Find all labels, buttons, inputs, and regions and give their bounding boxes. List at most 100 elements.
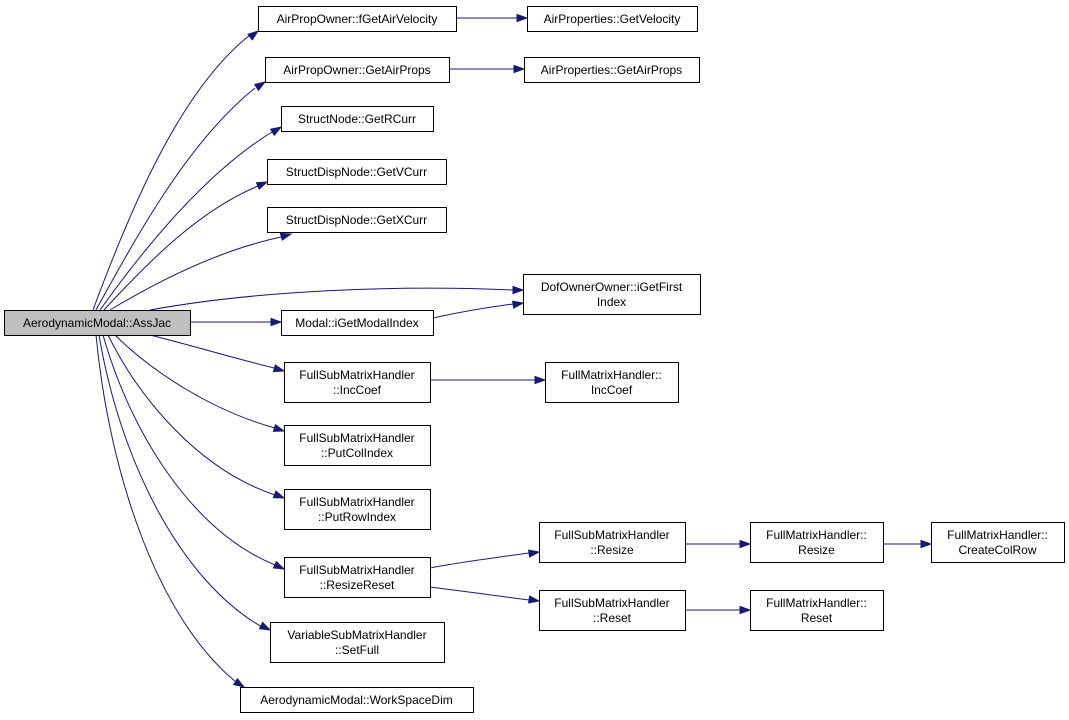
- node-label: FullSubMatrixHandler: [299, 495, 414, 509]
- node-label: FullMatrixHandler::: [561, 368, 662, 382]
- edge-sub_reset-to-full_reset: [685, 605, 752, 615]
- node-resizereset[interactable]: FullSubMatrixHandler::ResizeReset: [284, 557, 431, 598]
- node-box: [281, 310, 434, 336]
- node-sub_resize[interactable]: FullSubMatrixHandler::Resize: [539, 522, 686, 563]
- arrowhead-icon: [739, 539, 752, 549]
- edge-root-to-putrowindex: [107, 334, 286, 499]
- arrowhead-icon: [247, 30, 260, 41]
- edge-root-to-setfull: [98, 334, 272, 631]
- edge-resizereset-to-sub_resize: [429, 549, 541, 569]
- edge-line: [109, 236, 282, 311]
- node-box: [545, 362, 679, 403]
- arrowhead-icon: [272, 423, 286, 432]
- node-label: ::PutRowIndex: [318, 510, 396, 524]
- arrowhead-icon: [920, 539, 933, 549]
- node-label: ::Reset: [593, 611, 632, 625]
- edges-layer: [92, 13, 933, 688]
- node-createcolrow[interactable]: FullMatrixHandler::CreateColRow: [931, 522, 1065, 563]
- arrowhead-icon: [527, 595, 541, 604]
- edge-line: [429, 552, 530, 569]
- node-getairprops_owner[interactable]: AirPropOwner::GetAirProps: [265, 57, 450, 83]
- node-setfull[interactable]: VariableSubMatrixHandler::SetFull: [270, 622, 445, 663]
- node-getxcurr[interactable]: StructDispNode::GetXCurr: [267, 207, 447, 233]
- node-fgetairvelocity[interactable]: AirPropOwner::fGetAirVelocity: [258, 6, 457, 32]
- node-label: AirPropOwner::fGetAirVelocity: [277, 12, 438, 26]
- arrowhead-icon: [279, 232, 293, 241]
- edge-line: [98, 334, 263, 628]
- node-box: [284, 489, 431, 530]
- edge-root-to-workspacedim: [95, 334, 246, 688]
- node-box: [265, 57, 450, 83]
- node-label: AerodynamicModal::WorkSpaceDim: [260, 693, 453, 707]
- node-workspacedim[interactable]: AerodynamicModal::WorkSpaceDim: [240, 687, 474, 713]
- node-label: FullMatrixHandler::: [947, 528, 1048, 542]
- node-label: FullMatrixHandler::: [766, 528, 867, 542]
- node-label: ::ResizeReset: [320, 578, 395, 592]
- node-getvcurr[interactable]: StructDispNode::GetVCurr: [267, 159, 447, 185]
- edge-full_resize-to-createcolrow: [883, 539, 933, 549]
- edge-line: [99, 131, 273, 311]
- edge-root-to-sub_inccoef: [149, 334, 286, 373]
- node-box: [284, 557, 431, 598]
- node-box: [4, 310, 191, 336]
- node-getvelocity[interactable]: AirProperties::GetVelocity: [527, 6, 698, 32]
- node-full_resize[interactable]: FullMatrixHandler::Resize: [750, 522, 884, 563]
- arrowhead-icon: [270, 317, 283, 327]
- node-box: [539, 522, 686, 563]
- arrowhead-icon: [272, 560, 286, 570]
- node-label: StructNode::GetRCurr: [298, 112, 416, 126]
- node-label: FullMatrixHandler::: [766, 596, 867, 610]
- node-label: AerodynamicModal::AssJac: [23, 316, 171, 330]
- edge-root-to-getxcurr: [109, 232, 293, 311]
- node-box: [524, 57, 700, 83]
- node-label: FullSubMatrixHandler: [299, 563, 414, 577]
- node-full_inccoef[interactable]: FullMatrixHandler::IncCoef: [545, 362, 679, 403]
- arrowhead-icon: [513, 64, 526, 74]
- node-label: FullSubMatrixHandler: [554, 528, 669, 542]
- node-label: AirPropOwner::GetAirProps: [283, 63, 430, 77]
- node-box: [539, 590, 686, 631]
- node-box: [281, 106, 434, 132]
- edge-line: [114, 334, 276, 429]
- node-box: [267, 159, 447, 185]
- edge-sub_inccoef-to-full_inccoef: [430, 375, 547, 385]
- node-getrcurr[interactable]: StructNode::GetRCurr: [281, 106, 434, 132]
- arrowhead-icon: [272, 364, 286, 373]
- edge-getairprops_owner-to-getairprops_props: [449, 64, 526, 74]
- edge-line: [95, 334, 237, 683]
- node-label: Modal::iGetModalIndex: [295, 316, 418, 330]
- node-label: AirProperties::GetVelocity: [544, 12, 681, 26]
- node-label: Resize: [798, 543, 835, 557]
- node-box: [267, 207, 447, 233]
- arrowhead-icon: [272, 490, 286, 499]
- node-getairprops_props[interactable]: AirProperties::GetAirProps: [524, 57, 700, 83]
- node-label: Reset: [801, 611, 833, 625]
- node-label: StructDispNode::GetXCurr: [286, 213, 427, 227]
- node-label: DofOwnerOwner::iGetFirst: [541, 280, 683, 294]
- node-box: [270, 622, 445, 663]
- edge-root-to-getrcurr: [99, 126, 283, 311]
- node-box: [284, 425, 431, 466]
- edge-line: [432, 303, 514, 319]
- node-sub_inccoef[interactable]: FullSubMatrixHandler::IncCoef: [284, 362, 431, 403]
- node-label: StructDispNode::GetVCurr: [286, 165, 427, 179]
- node-igetmodalindex[interactable]: Modal::iGetModalIndex: [281, 310, 434, 336]
- node-label: ::SetFull: [335, 643, 379, 657]
- edge-fgetairvelocity-to-getvelocity: [456, 13, 529, 23]
- node-sub_reset[interactable]: FullSubMatrixHandler::Reset: [539, 590, 686, 631]
- edge-root-to-getvcurr: [103, 181, 269, 311]
- arrowhead-icon: [527, 549, 541, 558]
- node-box: [523, 274, 701, 315]
- node-putcolindex[interactable]: FullSubMatrixHandler::PutColIndex: [284, 425, 431, 466]
- edge-line: [102, 334, 276, 566]
- node-label: Index: [597, 295, 626, 309]
- node-label: ::PutColIndex: [321, 446, 393, 460]
- node-label: VariableSubMatrixHandler: [287, 628, 426, 642]
- node-root[interactable]: AerodynamicModal::AssJac: [4, 310, 191, 336]
- node-full_reset[interactable]: FullMatrixHandler::Reset: [750, 590, 884, 631]
- edge-igetmodalindex-to-igetfirstindex: [432, 300, 525, 319]
- node-putrowindex[interactable]: FullSubMatrixHandler::PutRowIndex: [284, 489, 431, 530]
- node-box: [750, 522, 884, 563]
